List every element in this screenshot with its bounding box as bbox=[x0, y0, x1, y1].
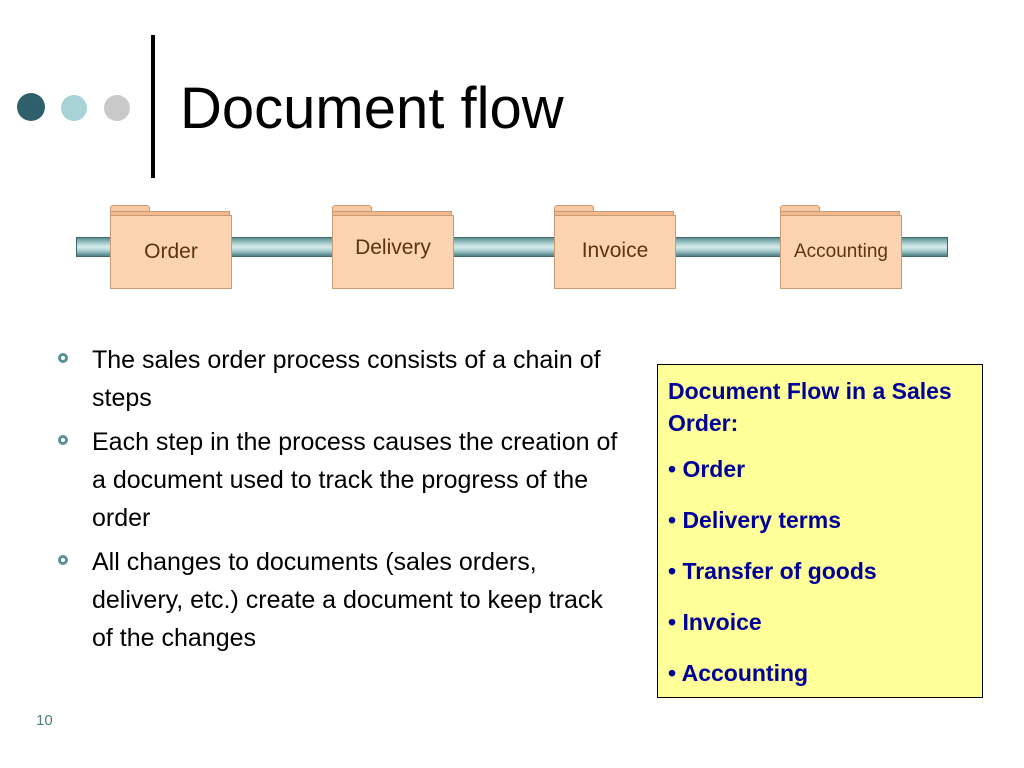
folder-tab-icon bbox=[110, 205, 150, 215]
slide-title: Document flow bbox=[180, 76, 564, 141]
folder-tab-icon bbox=[554, 205, 594, 215]
callout-box: Document Flow in a Sales Order: • Order … bbox=[657, 364, 983, 698]
flow-step-delivery: Delivery bbox=[332, 205, 454, 289]
title-dot-gray-icon bbox=[104, 95, 130, 121]
bullet-text: The sales order process consists of a ch… bbox=[92, 346, 601, 412]
list-item: Each step in the process causes the crea… bbox=[48, 423, 628, 537]
flow-step-label: Delivery bbox=[332, 215, 454, 289]
flow-step-invoice: Invoice bbox=[554, 205, 676, 289]
title-dot-dark-icon bbox=[17, 93, 45, 121]
callout-item: • Accounting bbox=[668, 660, 809, 686]
callout-item: • Delivery terms bbox=[668, 507, 841, 533]
list-item: All changes to documents (sales orders, … bbox=[48, 543, 628, 657]
folder-tab-icon bbox=[332, 205, 372, 215]
page-number: 10 bbox=[36, 712, 53, 729]
flow-step-accounting: Accounting bbox=[780, 205, 902, 289]
flow-pipe bbox=[76, 237, 948, 257]
flow-step-label: Accounting bbox=[780, 215, 902, 289]
list-item: The sales order process consists of a ch… bbox=[48, 341, 628, 417]
callout-item: • Invoice bbox=[668, 609, 762, 635]
callout-item: • Order bbox=[668, 456, 746, 482]
bullet-text: Each step in the process causes the crea… bbox=[92, 428, 618, 532]
flow-step-label: Invoice bbox=[554, 215, 676, 289]
callout-item: • Transfer of goods bbox=[668, 558, 877, 584]
bullet-circle-icon bbox=[58, 353, 68, 363]
title-divider bbox=[151, 35, 155, 178]
folder-tab-icon bbox=[780, 205, 820, 215]
bullet-circle-icon bbox=[58, 435, 68, 445]
callout-title: Document Flow in a Sales Order: bbox=[668, 378, 952, 436]
flow-step-order: Order bbox=[110, 205, 232, 289]
bullet-circle-icon bbox=[58, 555, 68, 565]
flow-step-label: Order bbox=[110, 215, 232, 289]
bullet-list: The sales order process consists of a ch… bbox=[48, 341, 628, 663]
title-dot-light-icon bbox=[61, 95, 87, 121]
bullet-text: All changes to documents (sales orders, … bbox=[92, 548, 603, 652]
